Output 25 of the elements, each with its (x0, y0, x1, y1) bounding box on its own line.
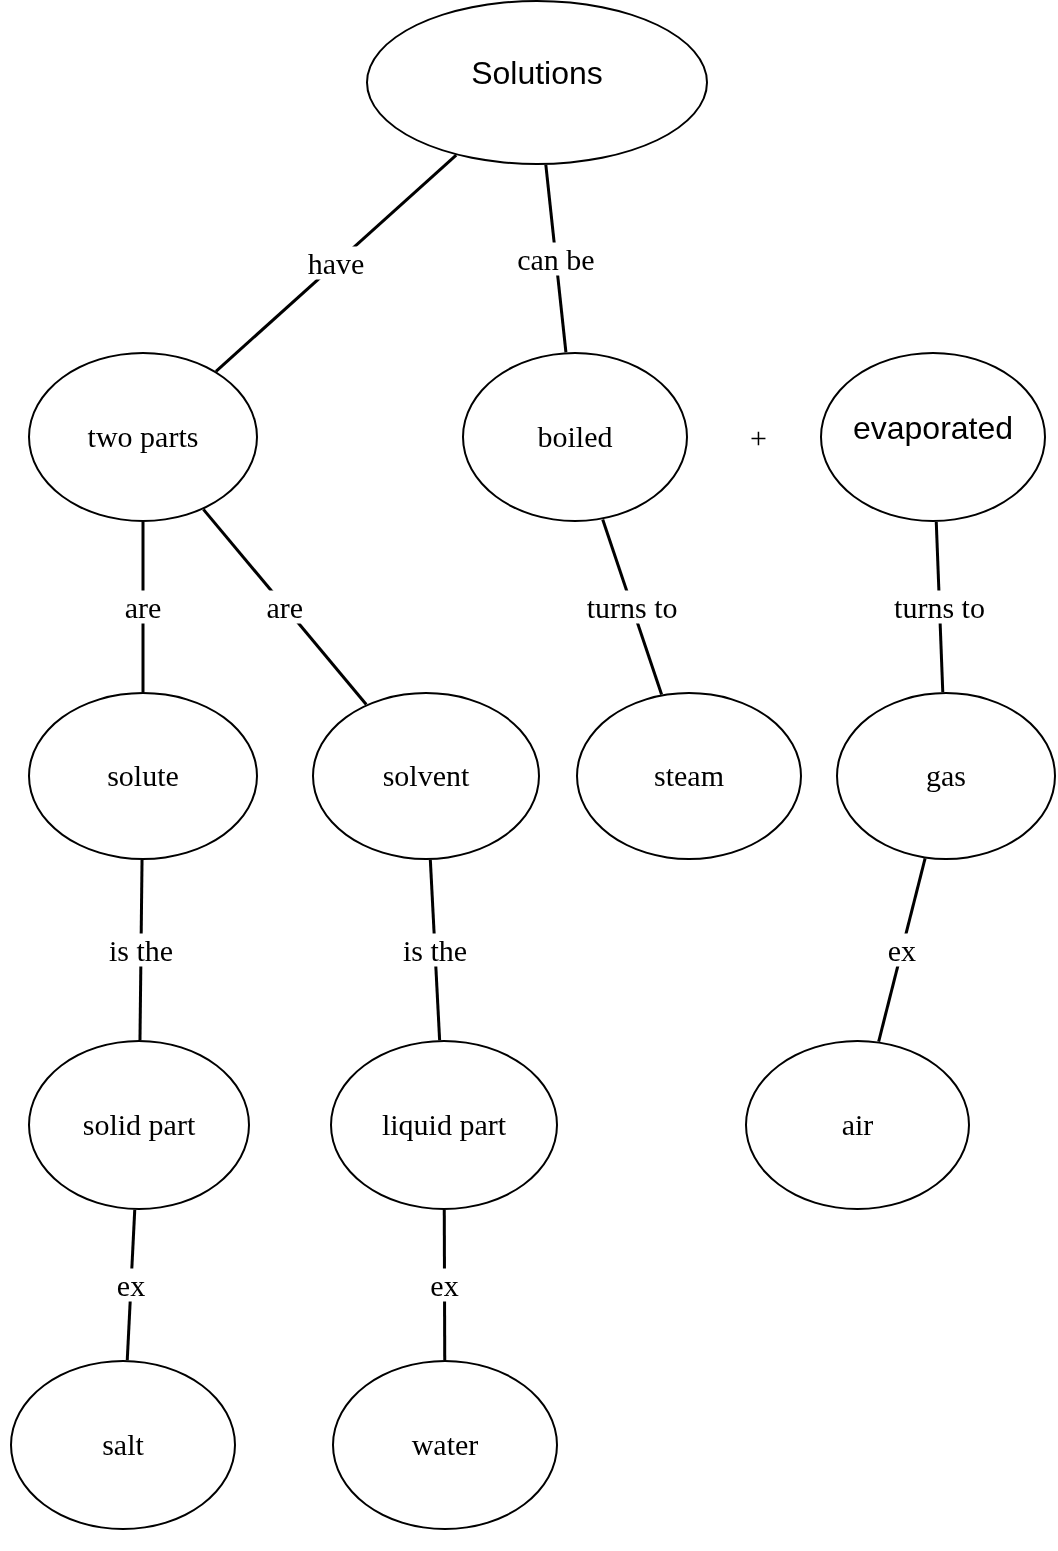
concept-text: salt (102, 1428, 144, 1462)
plus-sign: + (750, 423, 767, 453)
edge-label: turns to (584, 590, 680, 624)
concept-text: water (411, 1428, 479, 1462)
concept-text: solvent (382, 759, 470, 793)
edge-label: have (305, 246, 367, 280)
concept-text: evaporated (852, 409, 1014, 447)
edge-label: ex (885, 933, 919, 967)
concept-text: gas (926, 759, 966, 793)
edge-label: turns to (892, 590, 987, 624)
edge-label: is the (106, 933, 176, 967)
concept-text: liquid part (381, 1108, 507, 1142)
concept-text: solid part (82, 1108, 196, 1142)
edge-label: ex (428, 1268, 461, 1302)
concept-text: steam (654, 759, 724, 793)
edge-label: ex (114, 1268, 148, 1302)
concept-text: boiled (537, 420, 613, 454)
edge-label: is the (400, 933, 470, 967)
concept-text: air (841, 1108, 874, 1142)
edge-label: are (122, 590, 164, 624)
concept-text: Solutions (471, 55, 603, 92)
edge-label: can be (515, 242, 597, 276)
edge-label: are (264, 590, 306, 624)
concept-text: two parts (87, 420, 199, 454)
concept-text: solute (107, 759, 179, 793)
